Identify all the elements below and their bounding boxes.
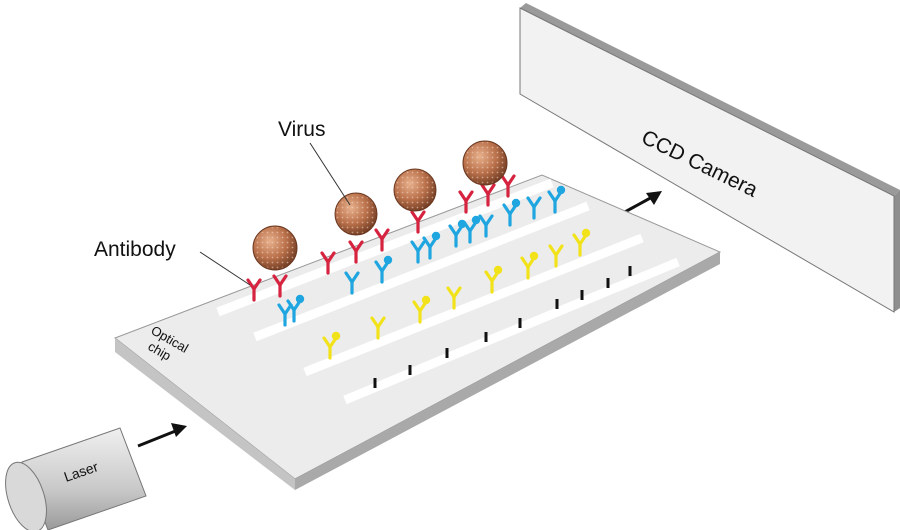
antibody-red-9: [500, 174, 516, 198]
antibody-yellow-8: [572, 228, 591, 257]
antibody-blue-2: [286, 294, 305, 323]
marker-ticks: [373, 266, 632, 388]
virus-callout: Virus: [278, 118, 351, 206]
antibody-red-6: [410, 210, 426, 234]
antibody-blue-10: [502, 198, 521, 227]
antibody-red-3: [320, 251, 336, 275]
antibody-yellow-7: [548, 244, 564, 268]
virus-particle-2: [334, 192, 378, 236]
antibody-callout: Antibody: [94, 238, 251, 286]
laser-end-cap: [5, 461, 47, 530]
antibody-blue-3: [344, 271, 360, 295]
camera-side: [520, 3, 900, 196]
antibody-yellow-1: [322, 331, 341, 360]
chip-right-side: [295, 252, 720, 490]
antibodies: [246, 174, 591, 360]
antibody-blue-6: [422, 231, 441, 260]
antibody-red-4: [348, 240, 364, 264]
antibody-blue-9: [478, 214, 494, 238]
antibody-label: Antibody: [94, 238, 176, 261]
virus-label: Virus: [278, 118, 325, 141]
antibody-red-8: [480, 183, 496, 207]
antibody-blue-5: [410, 240, 426, 264]
waveguide-4: [343, 257, 680, 405]
camera-edge: [894, 190, 900, 312]
antibody-blue-12: [547, 185, 566, 214]
antibody-blue-8: [462, 215, 481, 244]
antibody-red-5: [374, 228, 390, 252]
antibody-yellow-6: [520, 251, 539, 280]
waveguide-3: [303, 233, 644, 377]
waveguide-1: [216, 178, 554, 317]
camera-face: [519, 7, 895, 313]
antibody-red-2: [272, 274, 288, 298]
antibody-leader-line: [199, 251, 251, 286]
viruses: [252, 140, 508, 271]
waveguide-2: [253, 201, 590, 342]
antibody-blue-11: [526, 196, 542, 220]
waveguides: [216, 178, 680, 405]
antibody-yellow-3: [412, 295, 431, 324]
antibody-red-1: [246, 278, 262, 302]
optical-chip: Optical chip: [113, 140, 722, 490]
chip-front-side: [115, 338, 295, 490]
virus-particle-4: [462, 140, 508, 186]
antibody-yellow-4: [446, 286, 462, 310]
antibody-blue-4: [374, 255, 393, 284]
antibody-yellow-2: [370, 316, 386, 340]
virus-particle-1: [252, 225, 298, 271]
virus-particle-3: [393, 168, 437, 212]
antibody-yellow-5: [484, 265, 503, 294]
virus-leader-line: [309, 142, 351, 206]
arrow-to-chip: [137, 423, 187, 448]
antibody-red-7: [458, 190, 474, 214]
laser: Laser: [5, 427, 147, 530]
